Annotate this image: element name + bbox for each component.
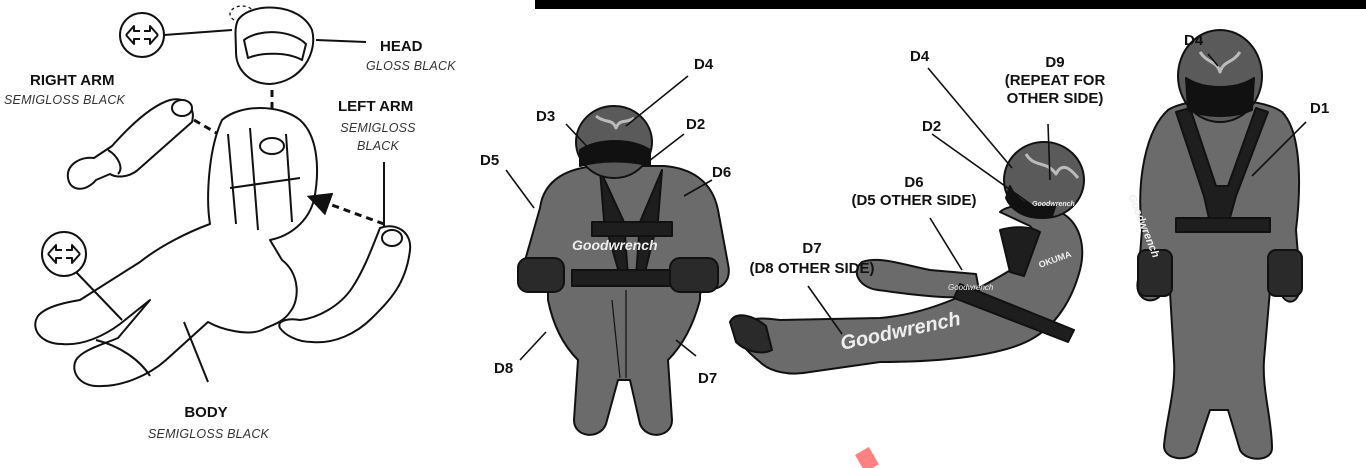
goodwrench-front-decal: Goodwrench [572, 237, 658, 253]
right-arm-label: RIGHT ARM [30, 72, 114, 89]
pinch-arrows-icon [42, 232, 86, 276]
decal-label-d7-line2: (D8 OTHER SIDE) [746, 260, 878, 277]
assembly-drawing [35, 6, 410, 386]
goodwrench-helmet-decal: Goodwrench [1032, 201, 1075, 208]
decal-label-d1: D1 [1310, 100, 1329, 117]
decal-label-d3: D3 [536, 108, 555, 125]
goodwrench-side-chest-decal: Goodwrench [948, 283, 994, 292]
decal-label-d4-standing: D4 [1184, 32, 1203, 49]
decal-label-d9-line3: OTHER SIDE) [990, 90, 1120, 107]
decal-label-d7-front: D7 [698, 370, 717, 387]
decal-label-d5: D5 [480, 152, 499, 169]
decal-label-d9-line2: (REPEAT FOR [990, 72, 1120, 89]
decal-label-d2-front: D2 [686, 116, 705, 133]
left-arm-finish-line1: SEMIGLOSS [340, 120, 416, 136]
right-arm-finish: SEMIGLOSS BLACK [4, 92, 125, 108]
left-arm-label: LEFT ARM [338, 98, 413, 115]
decal-label-d4-front: D4 [694, 56, 713, 73]
head-finish: GLOSS BLACK [366, 58, 456, 74]
decal-label-d9-line1: D9 [990, 54, 1120, 71]
decal-label-d6-line2: (D5 OTHER SIDE) [848, 192, 980, 209]
pinch-arrows-icon [120, 13, 164, 57]
decal-label-d6-line1: D6 [848, 174, 980, 191]
decal-label-d2-side: D2 [922, 118, 941, 135]
stray-mark [855, 447, 879, 468]
decal-label-d8: D8 [494, 360, 513, 377]
body-label: BODY [170, 404, 242, 421]
head-label: HEAD [380, 38, 423, 55]
decal-label-d6-front: D6 [712, 164, 731, 181]
right-arm-part [68, 99, 193, 189]
decal-label-d7-line1: D7 [746, 240, 878, 257]
left-arm-part [279, 226, 410, 342]
header-bar [535, 0, 1366, 9]
decal-label-d4-side: D4 [910, 48, 929, 65]
left-arm-finish-line2: BLACK [340, 138, 416, 154]
helmet-part [230, 6, 313, 84]
standing-figure [1137, 30, 1302, 459]
body-finish: SEMIGLOSS BLACK [148, 426, 269, 442]
